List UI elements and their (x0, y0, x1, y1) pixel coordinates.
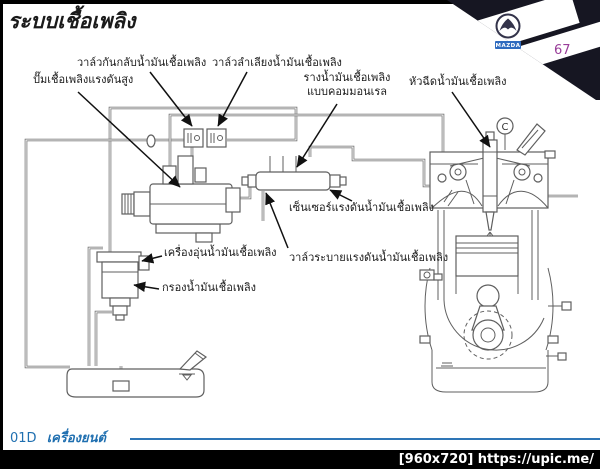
fuel-injector (482, 131, 498, 241)
left-border (0, 0, 3, 450)
label-check-valve: วาล์วกันกลับน้ำมันเชื้อเพลิง (77, 56, 207, 69)
watermark-bar: [960x720] https://upic.me/ (0, 450, 600, 469)
top-border (0, 0, 600, 4)
fuel-filter-assembly (96, 251, 150, 321)
label-delivery-valve: วาล์วลำเลียงน้ำมันเชื้อเพลิง (212, 56, 342, 69)
engine-cross-section: C (419, 117, 572, 393)
svg-text:MAZDA: MAZDA (495, 43, 520, 49)
high-pressure-pump (121, 155, 241, 243)
footer-section-code: 01D (10, 431, 37, 446)
footer: 01D เครื่องยนต์ (10, 427, 106, 448)
check-valves (146, 128, 227, 148)
label-hp-pump: ปั๊มเชื้อเพลิงแรงดันสูง (33, 73, 134, 86)
footer-section-title: เครื่องยนต์ (46, 431, 106, 446)
label-injector: หัวฉีดน้ำมันเชื้อเพลิง (409, 75, 507, 88)
page-title: ระบบเชื้อเพลิง (8, 9, 136, 33)
label-common-rail: รางน้ำมันเชื้อเพลิง แบบคอมมอนเรล (297, 71, 397, 100)
marker-c: C (496, 117, 514, 150)
label-fuel-filter: กรองน้ำมันเชื้อเพลิง (162, 281, 256, 294)
leader-arrows (77, 71, 491, 292)
label-common-rail-line1: รางน้ำมันเชื้อเพลิง (303, 71, 391, 84)
corner-ribbon: MAZDA 67 (447, 0, 600, 100)
svg-text:C: C (502, 122, 509, 133)
page-number: 67 (554, 43, 571, 58)
label-fuel-warmer: เครื่องอุ่นน้ำมันเชื้อเพลิง (164, 246, 277, 259)
mazda-wordmark-badge: MAZDA (495, 41, 521, 49)
label-common-rail-line2: แบบคอมมอนเรล (306, 85, 388, 99)
label-pressure-sensor: เซ็นเซอร์แรงดันน้ำมันเชื้อเพลิง (289, 201, 434, 214)
fuel-tank (66, 350, 208, 398)
label-relief-valve: วาล์วระบายแรงดันน้ำมันเชื้อเพลิง (289, 251, 449, 264)
common-rail (241, 171, 347, 191)
footer-rule (130, 438, 600, 440)
mazda-logo-icon (495, 13, 521, 39)
watermark-text: [960x720] https://upic.me/ (398, 452, 594, 467)
